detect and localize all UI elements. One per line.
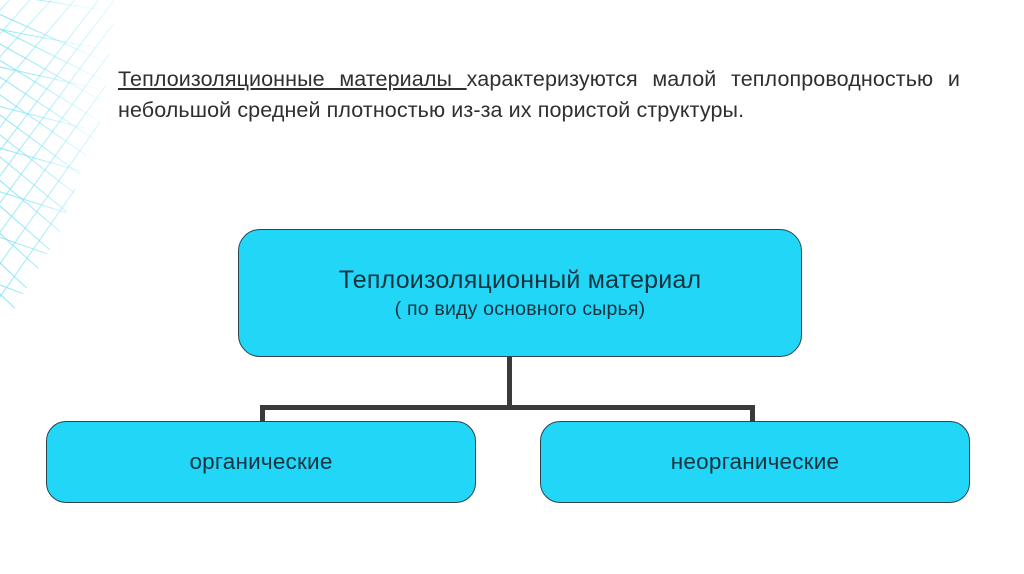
paragraph-rest-text: характеризуются малой теплопроводностью …: [118, 66, 960, 122]
diagram-node-root[interactable]: Теплоизоляционный материал ( по виду осн…: [238, 229, 802, 357]
root-node-title: Теплоизоляционный материал: [338, 265, 702, 294]
diagram-node-inorganic[interactable]: неорганические: [540, 421, 970, 503]
root-node-subtitle: ( по виду основного сырья): [394, 297, 646, 320]
diagram-node-organic[interactable]: органические: [46, 421, 476, 503]
connector-drop-left: [260, 405, 265, 423]
organic-node-label: органические: [189, 449, 333, 474]
intro-paragraph: Теплоизоляционные материалы характеризую…: [118, 64, 960, 126]
connector-root-stem: [507, 357, 512, 409]
paragraph-underlined-phrase: Теплоизоляционные материалы: [118, 66, 467, 91]
connector-drop-right: [750, 405, 755, 423]
connector-horizontal-bar: [260, 405, 755, 410]
inorganic-node-label: неорганические: [670, 449, 840, 474]
